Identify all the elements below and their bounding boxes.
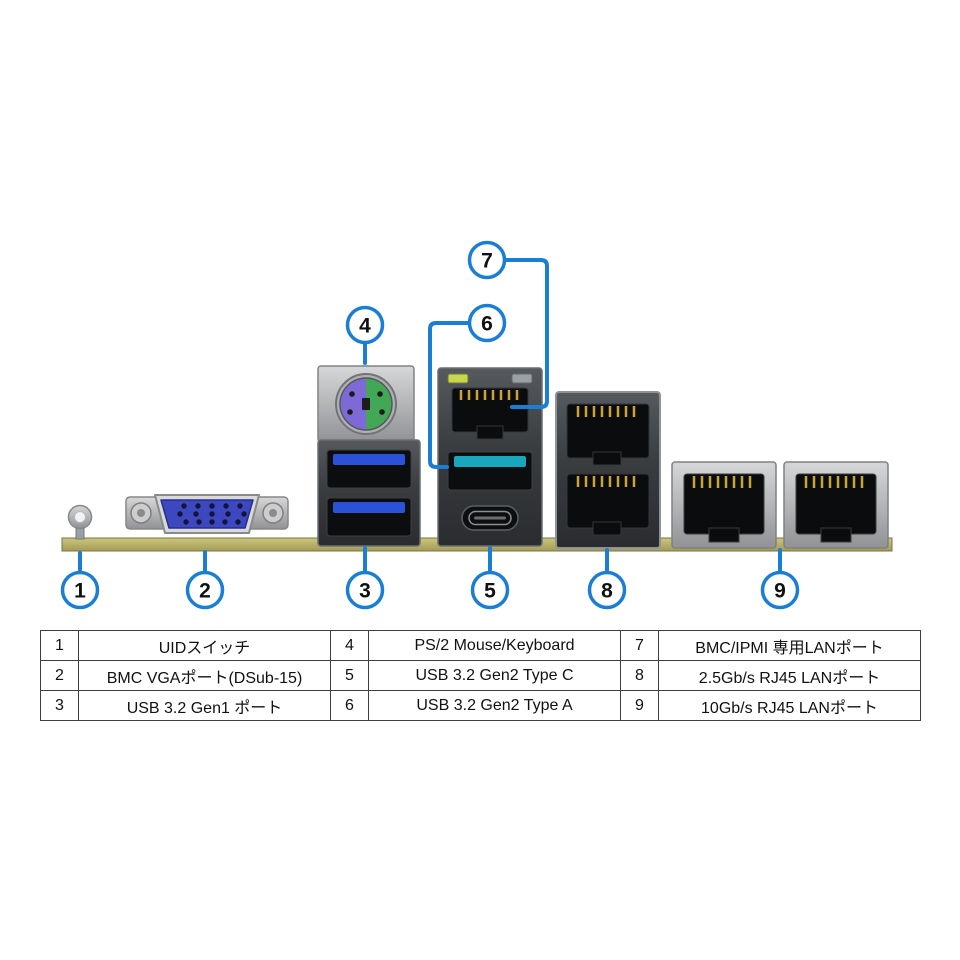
rj45-pins bbox=[576, 476, 636, 487]
legend-label-5: USB 3.2 Gen2 Type C bbox=[368, 660, 621, 691]
legend-num-1: 1 bbox=[40, 630, 79, 661]
usb-gen2a-tongue bbox=[454, 456, 526, 467]
callout-7: 7 bbox=[467, 240, 507, 280]
legend-num-2: 2 bbox=[40, 660, 79, 691]
legend-num-9: 9 bbox=[620, 690, 659, 721]
legend-num-4: 4 bbox=[330, 630, 369, 661]
io-panel-diagram: 1 2 3 4 5 6 7 bbox=[60, 240, 893, 610]
legend-label-2: BMC VGAポート(DSub-15) bbox=[78, 660, 331, 691]
callout-line-7 bbox=[503, 258, 549, 409]
callout-5: 5 bbox=[470, 570, 510, 610]
ps2-green-half bbox=[366, 378, 392, 430]
callout-4: 4 bbox=[345, 305, 385, 345]
legend-row-3: 3 USB 3.2 Gen1 ポート 6 USB 3.2 Gen2 Type A… bbox=[40, 690, 921, 721]
usb-gen1-tongue-bottom bbox=[333, 502, 405, 513]
ps2-pin-holes bbox=[347, 391, 385, 415]
callout-5-number: 5 bbox=[484, 580, 496, 603]
legend-row-2: 2 BMC VGAポート(DSub-15) 5 USB 3.2 Gen2 Typ… bbox=[40, 660, 921, 691]
legend-num-8: 8 bbox=[620, 660, 659, 691]
ps2-key-slot bbox=[362, 398, 370, 410]
legend-num-6: 6 bbox=[330, 690, 369, 721]
lan-10g-ports bbox=[671, 461, 889, 549]
callout-9-number: 9 bbox=[774, 580, 786, 603]
callout-line-6 bbox=[428, 321, 471, 469]
legend-label-4: PS/2 Mouse/Keyboard bbox=[368, 630, 621, 661]
ps2-port bbox=[317, 365, 415, 443]
callout-3: 3 bbox=[345, 570, 385, 610]
io-tower bbox=[437, 367, 543, 547]
usb-gen1-tongue-top bbox=[333, 454, 405, 465]
vga-port bbox=[125, 494, 289, 534]
uid-switch bbox=[67, 504, 93, 540]
vga-pin-holes bbox=[177, 503, 247, 525]
callout-6-number: 6 bbox=[481, 313, 493, 336]
callout-9: 9 bbox=[760, 570, 800, 610]
callout-2-number: 2 bbox=[199, 580, 211, 603]
legend-label-1: UIDスイッチ bbox=[78, 630, 331, 661]
callout-4-number: 4 bbox=[359, 315, 371, 338]
legend-label-3: USB 3.2 Gen1 ポート bbox=[78, 690, 331, 721]
callout-6: 6 bbox=[467, 303, 507, 343]
legend-num-5: 5 bbox=[330, 660, 369, 691]
rj45-pins bbox=[692, 476, 752, 488]
lan-2-5g-ports bbox=[555, 391, 661, 549]
bmc-lan-port bbox=[447, 373, 533, 440]
legend-label-6: USB 3.2 Gen2 Type A bbox=[368, 690, 621, 721]
usb3-gen1-ports bbox=[317, 439, 421, 547]
rj45-pins bbox=[576, 406, 636, 417]
callout-1: 1 bbox=[60, 570, 100, 610]
lan-10g-port-left bbox=[671, 461, 777, 549]
rj45-pins bbox=[804, 476, 864, 488]
callout-8-number: 8 bbox=[601, 580, 613, 603]
callout-lines bbox=[78, 258, 782, 573]
callout-2: 2 bbox=[185, 570, 225, 610]
lan-led-left bbox=[447, 373, 469, 384]
legend-row-1: 1 UIDスイッチ 4 PS/2 Mouse/Keyboard 7 BMC/IP… bbox=[40, 630, 921, 661]
lan-10g-port-right bbox=[783, 461, 889, 549]
legend-table: 1 UIDスイッチ 4 PS/2 Mouse/Keyboard 7 BMC/IP… bbox=[40, 630, 921, 721]
legend-label-9: 10Gb/s RJ45 LANポート bbox=[658, 690, 921, 721]
callout-1-number: 1 bbox=[74, 580, 86, 603]
callout-3-number: 3 bbox=[359, 580, 371, 603]
legend-label-7: BMC/IPMI 専用LANポート bbox=[658, 630, 921, 661]
usb3-gen2c-port bbox=[461, 505, 519, 531]
usb3-gen2a-port bbox=[447, 451, 533, 491]
legend-label-8: 2.5Gb/s RJ45 LANポート bbox=[658, 660, 921, 691]
legend-num-7: 7 bbox=[620, 630, 659, 661]
legend-num-3: 3 bbox=[40, 690, 79, 721]
callouts: 1 2 3 4 5 6 7 bbox=[60, 240, 800, 610]
callout-7-number: 7 bbox=[481, 250, 493, 273]
ps2-purple-half bbox=[340, 378, 366, 430]
callout-8: 8 bbox=[587, 570, 627, 610]
lan-led-right bbox=[511, 373, 533, 384]
rj45-pins bbox=[459, 390, 519, 400]
